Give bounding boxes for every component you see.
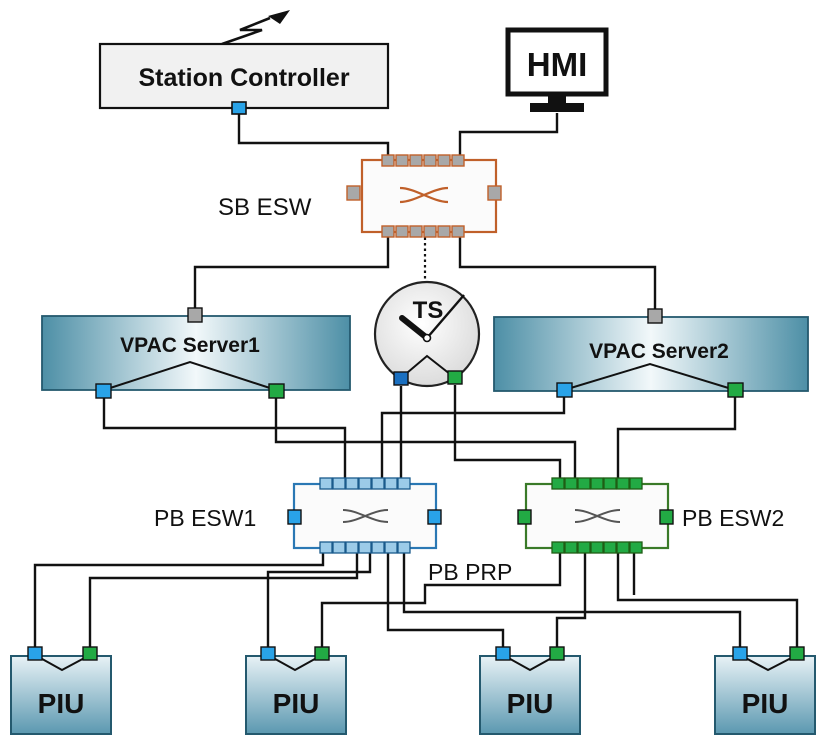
clock-icon: TS <box>373 280 481 388</box>
pb-esw2-right-port <box>659 509 674 525</box>
vpac-server2-port-b <box>727 382 744 398</box>
pb-esw1-top-ports <box>319 477 411 490</box>
sb-esw-left-port <box>346 185 361 201</box>
piu-4: PIU <box>714 646 816 735</box>
piu-1: PIU <box>10 646 112 735</box>
vpac-server1: VPAC Server1 <box>41 307 351 399</box>
station-controller-label: Station Controller <box>138 64 349 92</box>
pb-esw1-right-port <box>427 509 442 525</box>
ts-port-a <box>393 371 409 386</box>
pb-esw2-left-port <box>517 509 532 525</box>
piu-4-port-a <box>732 646 748 661</box>
pb-esw1-bottom-ports <box>319 541 411 554</box>
pb-esw1-label: PB ESW1 <box>154 505 256 531</box>
piu-4-port-b <box>789 646 805 661</box>
pb-esw2-bottom-ports <box>551 541 643 554</box>
vpac-server1-top-port <box>187 307 203 323</box>
vpac-server2-port-a <box>556 382 573 398</box>
piu-2-port-b <box>314 646 330 661</box>
station-controller-port <box>231 101 247 115</box>
pb-esw2-switch <box>517 477 674 554</box>
piu-2: PIU <box>245 646 347 735</box>
switch-crossover-icon <box>342 509 389 523</box>
hmi-label: HMI <box>527 46 588 83</box>
vpac-server1-port-a <box>95 383 112 399</box>
pb-prp-label: PB PRP <box>428 559 512 585</box>
piu-2-label: PIU <box>273 688 320 719</box>
station-controller: Station Controller <box>98 42 390 115</box>
antenna-icon <box>221 10 290 46</box>
sb-esw-switch <box>346 154 502 238</box>
piu-1-label: PIU <box>38 688 85 719</box>
sb-esw-label: SB ESW <box>218 194 312 221</box>
piu-3: PIU <box>479 646 581 735</box>
pb-esw2-label: PB ESW2 <box>682 505 784 531</box>
vpac-server2: VPAC Server2 <box>493 308 809 398</box>
ts-label: TS <box>413 297 444 324</box>
piu-2-port-a <box>260 646 276 661</box>
piu-3-port-b <box>549 646 565 661</box>
switch-crossover-icon <box>574 509 621 523</box>
sb-esw-top-ports <box>381 154 465 167</box>
pb-esw2-top-ports <box>551 477 643 490</box>
piu-1-port-b <box>82 646 98 661</box>
switch-crossover-icon <box>399 186 449 204</box>
pb-esw1-left-port <box>287 509 302 525</box>
vpac-server2-top-port <box>647 308 663 324</box>
wires <box>33 112 799 648</box>
piu-3-port-a <box>495 646 511 661</box>
piu-3-label: PIU <box>507 688 554 719</box>
monitor-icon: HMI <box>505 27 609 112</box>
sb-esw-right-port <box>487 185 502 201</box>
ts-port-b <box>447 370 463 385</box>
piu-4-label: PIU <box>742 688 789 719</box>
vpac-server1-label: VPAC Server1 <box>120 334 260 357</box>
pb-esw1-switch <box>287 477 442 554</box>
sb-esw-bottom-ports <box>381 225 465 238</box>
piu-1-port-a <box>27 646 43 661</box>
vpac-server2-label: VPAC Server2 <box>589 340 729 363</box>
vpac-server1-port-b <box>268 383 285 399</box>
